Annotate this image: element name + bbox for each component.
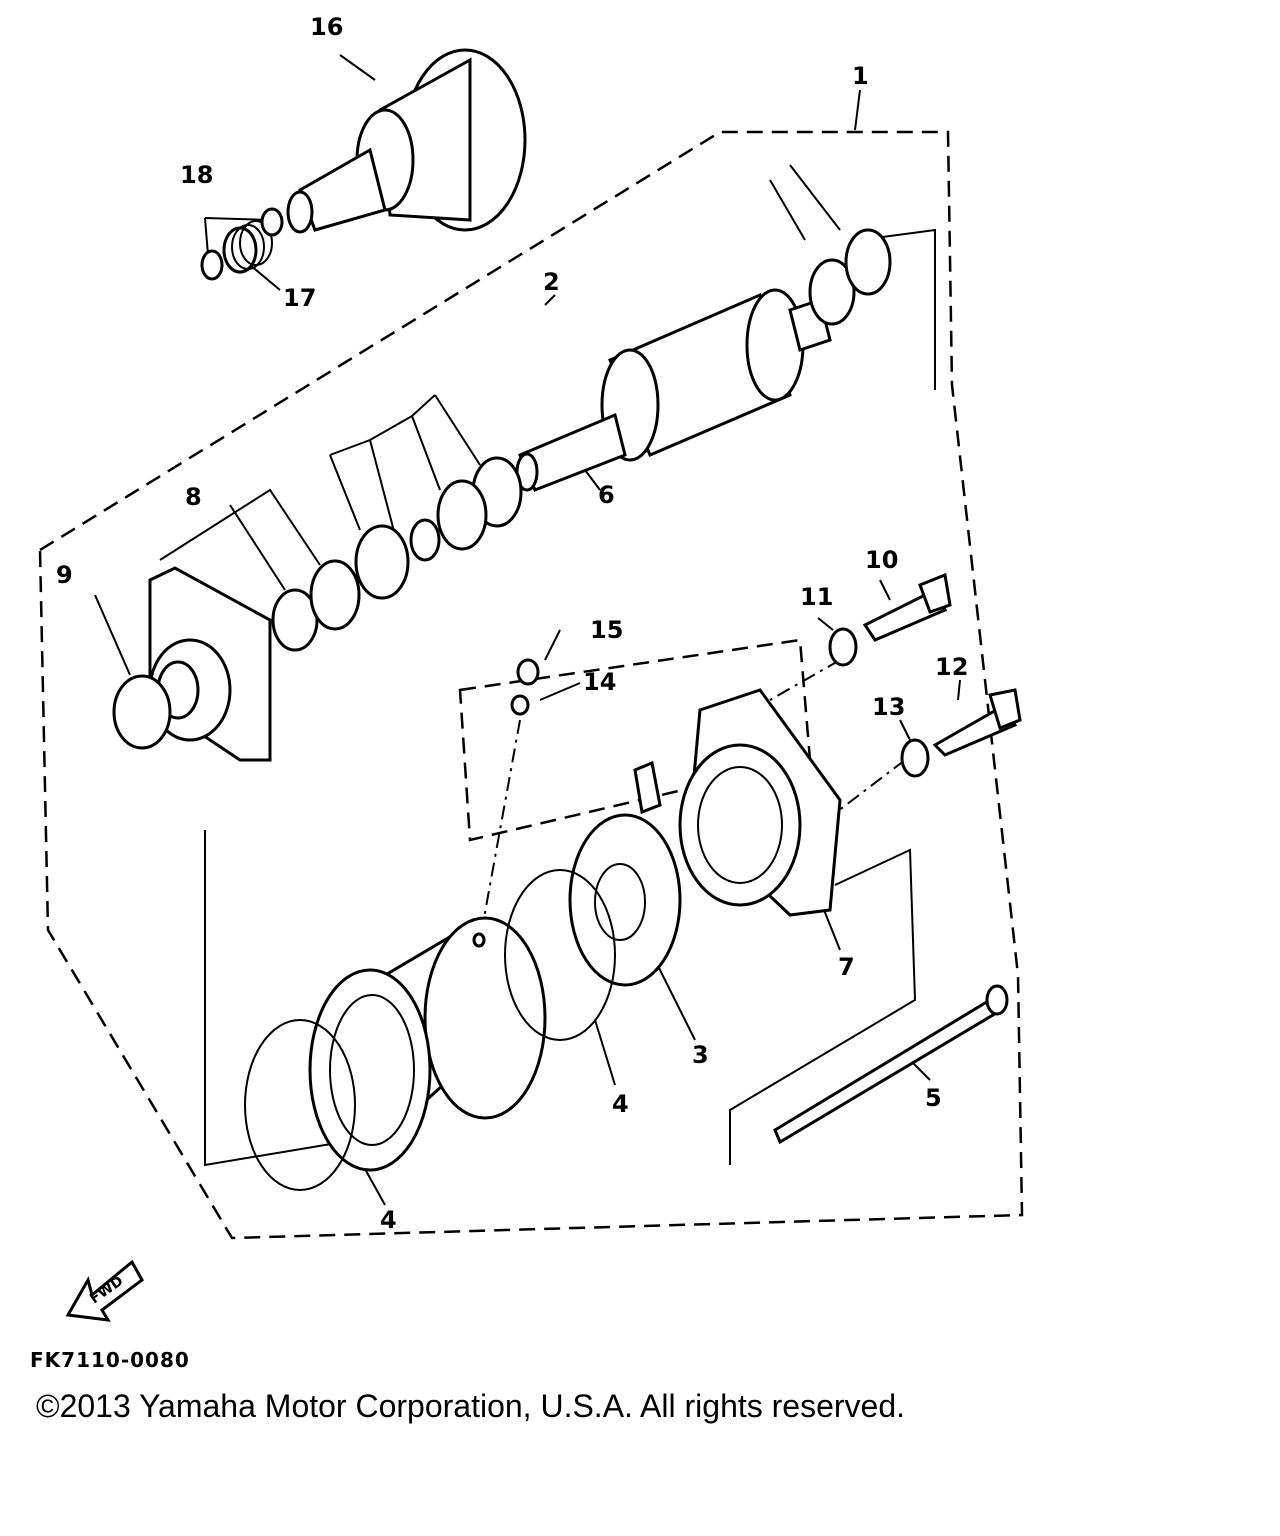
callout-10: 10 [865,546,898,574]
callout-13: 13 [872,693,905,721]
callout-9: 9 [56,561,73,589]
bolts-washers-10-15 [510,572,1022,778]
callout-3: 3 [692,1041,709,1069]
callout-14: 14 [583,668,616,696]
callout-15: 15 [590,616,623,644]
armature-shims [354,228,892,600]
callout-2: 2 [543,268,560,296]
through-bolt-5 [773,984,1009,1145]
fwd-arrow-icon: FWD [65,1259,144,1322]
o-ring-9 [112,674,172,750]
callout-4b: 4 [380,1206,397,1234]
callout-12: 12 [935,653,968,681]
callout-16: 16 [310,13,343,41]
starter-clutch-16 [286,48,527,234]
callout-6: 6 [598,481,615,509]
copyright-notice: ©2013 Yamaha Motor Corporation, U.S.A. A… [36,1388,906,1424]
spring-and-washers-17-18 [200,207,284,281]
callout-1: 1 [852,62,869,90]
callout-4a: 4 [612,1090,629,1118]
rear-cover-7 [678,688,842,917]
reference-code: FK7110-0080 [30,1348,190,1372]
brush-holder-3 [568,760,682,987]
front-cover-8 [148,559,361,762]
armature-2 [515,288,832,492]
callout-5: 5 [925,1084,942,1112]
callout-7: 7 [838,953,855,981]
callout-17: 17 [283,284,316,312]
callout-8: 8 [185,483,202,511]
yoke-outline [204,830,356,1167]
yoke-4 [244,869,616,1191]
leader-lines [94,54,961,1206]
callout-18: 18 [180,161,213,189]
callout-numbers: 1 2 3 4 4 5 6 7 8 9 10 11 12 13 14 15 16… [56,13,968,1234]
callout-11: 11 [800,583,833,611]
